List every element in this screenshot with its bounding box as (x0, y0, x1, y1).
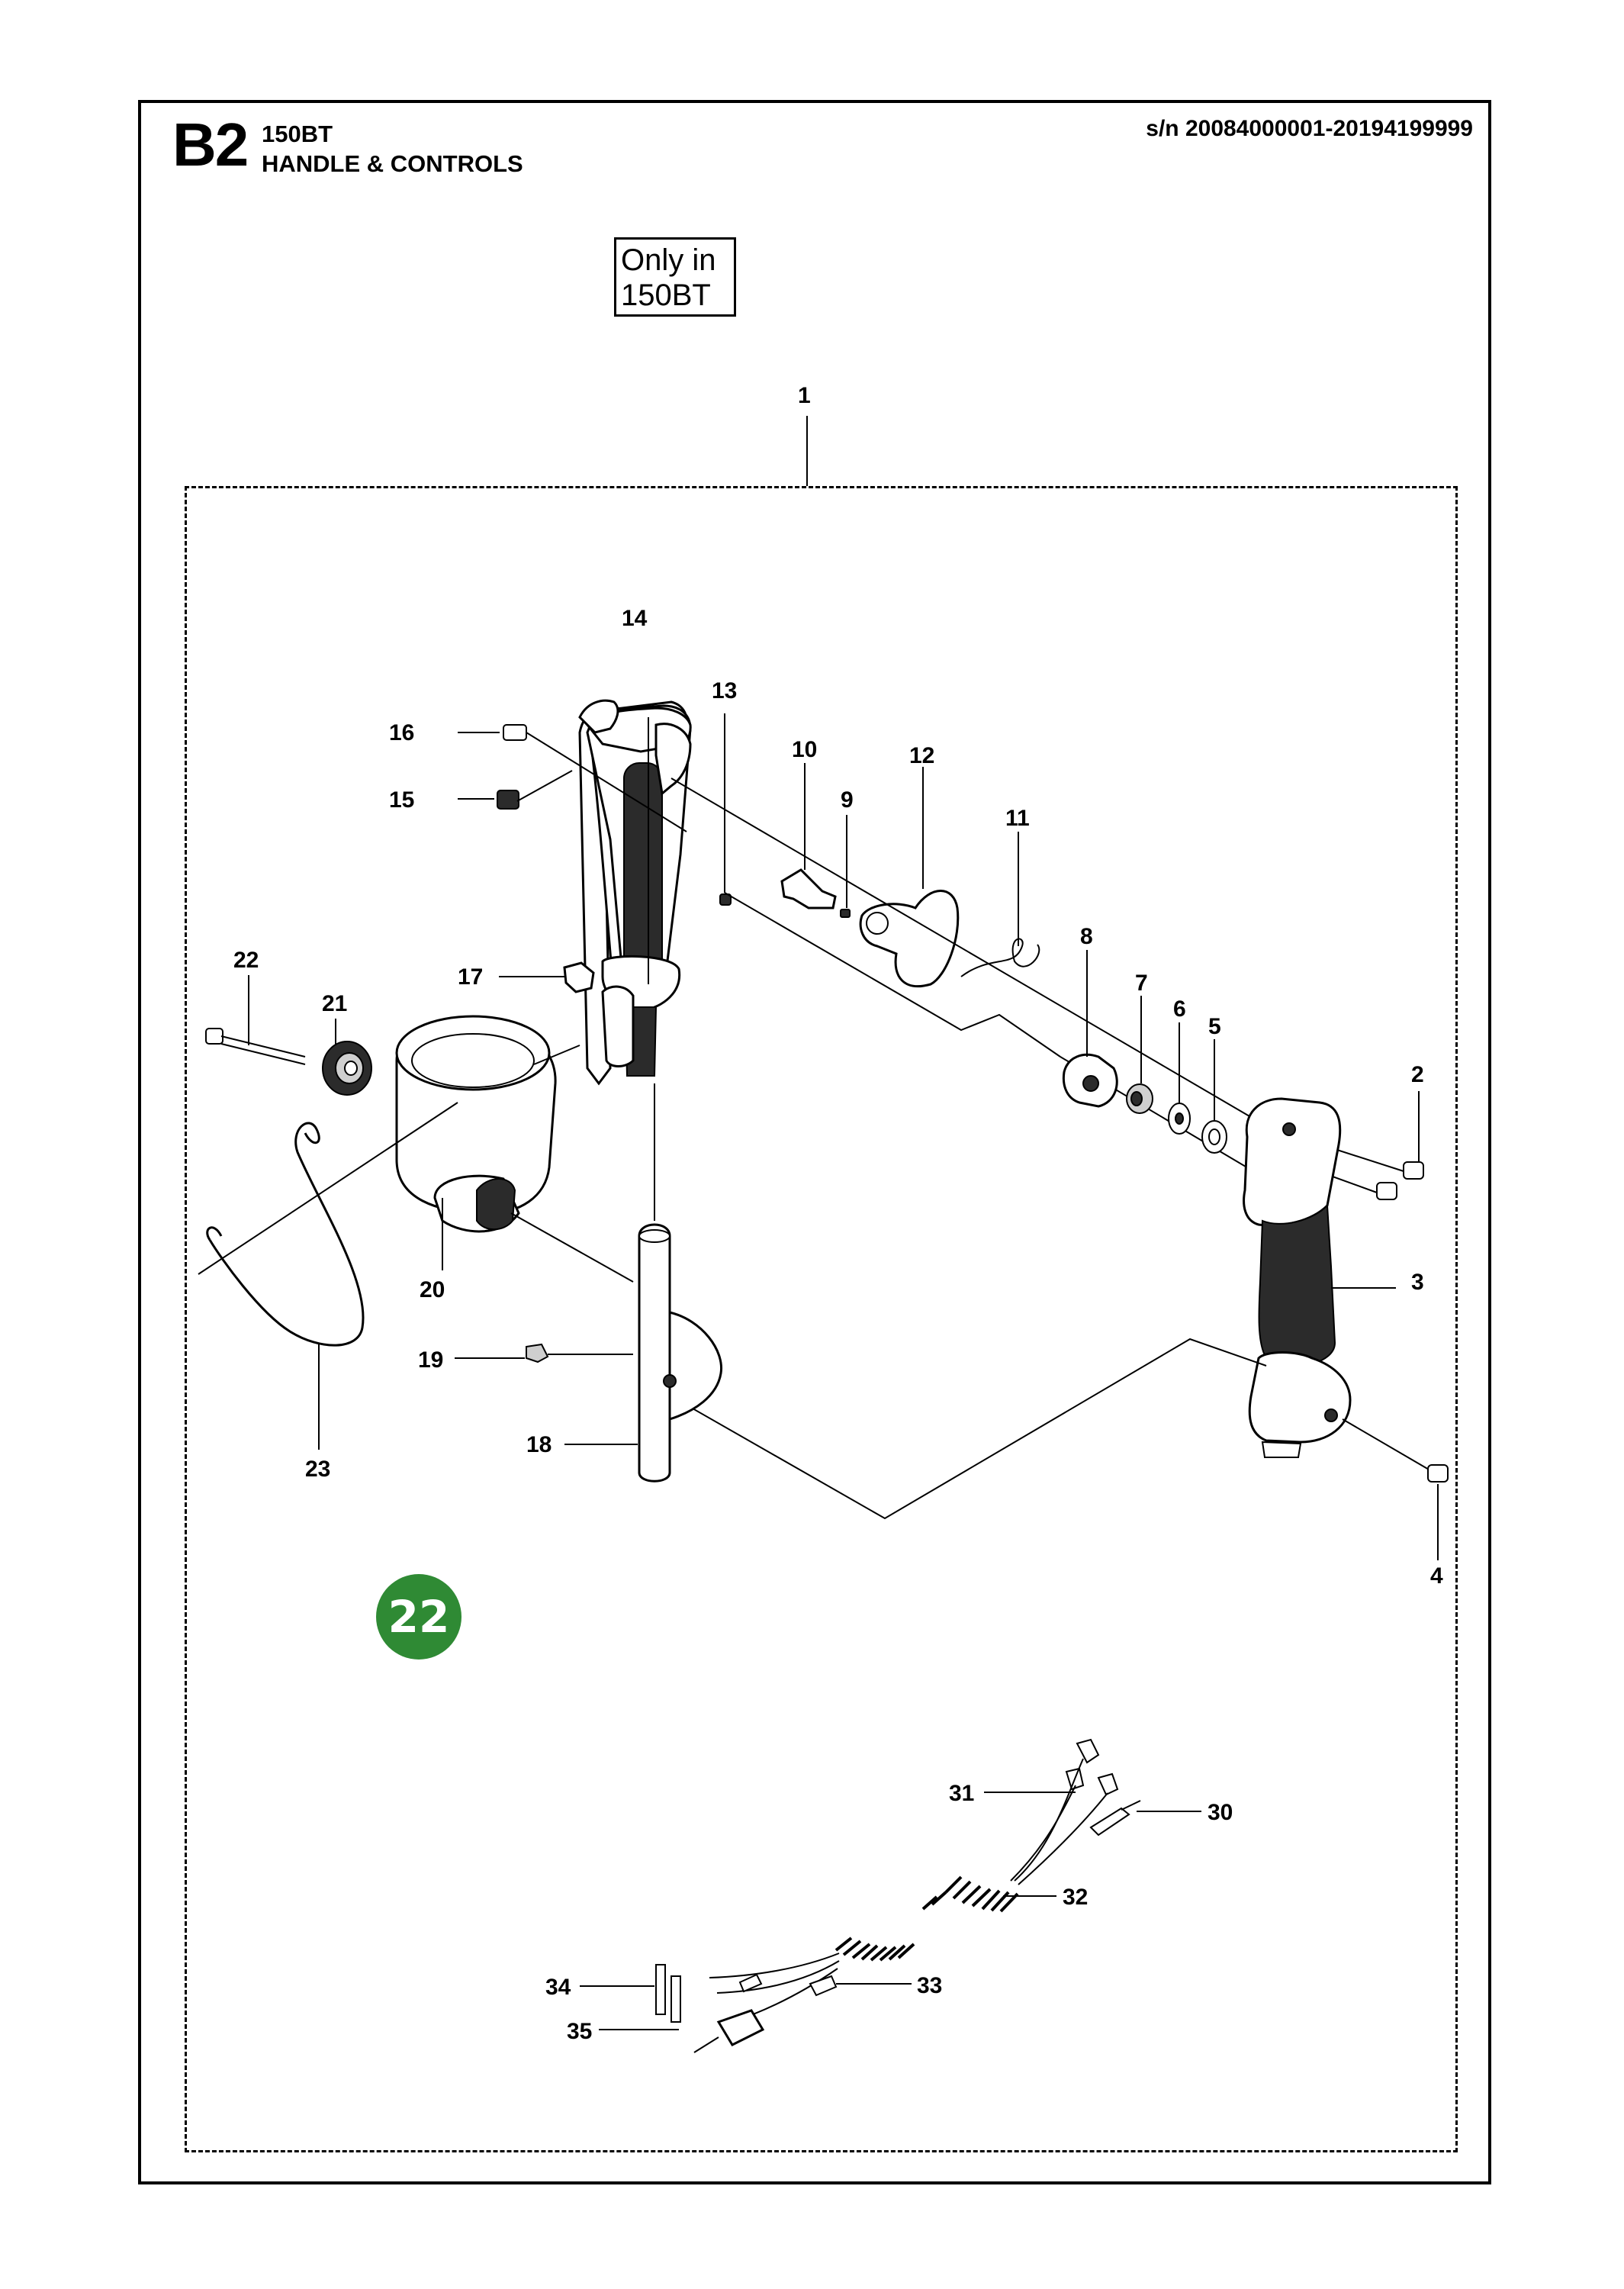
part-nut-15[interactable] (497, 790, 519, 810)
callout-17: 17 (458, 964, 483, 990)
callout-11: 11 (1005, 806, 1030, 831)
section-title: HANDLE & CONTROLS (262, 150, 523, 177)
callout-13: 13 (712, 678, 737, 703)
callout-3: 3 (1411, 1270, 1424, 1295)
model-note-box: Only in 150BT (614, 237, 736, 317)
part-rear-handle-3[interactable] (1243, 1097, 1352, 1458)
callout-18: 18 (526, 1432, 552, 1457)
callout-22: 22 (233, 948, 259, 973)
part-hanger-wire-23[interactable] (206, 1122, 365, 1347)
part-lock-washer-5[interactable] (1201, 1120, 1227, 1154)
callout-10: 10 (792, 737, 817, 762)
callout-4: 4 (1430, 1563, 1443, 1589)
callout-9: 9 (841, 787, 854, 813)
part-long-bolt-22[interactable] (205, 1028, 306, 1065)
part-knob-21[interactable] (322, 1041, 372, 1096)
part-washer-6[interactable] (1168, 1103, 1191, 1135)
axis-upper (671, 777, 1259, 1122)
note-line-1: Only in (621, 243, 716, 277)
callout-23: 23 (305, 1457, 330, 1482)
part-nut-17[interactable] (563, 961, 595, 993)
callout-6: 6 (1173, 996, 1186, 1022)
part-bolt-4[interactable] (1342, 1418, 1449, 1483)
callout-16: 16 (389, 720, 414, 745)
callout-31: 31 (949, 1781, 974, 1806)
callout-2: 2 (1411, 1062, 1424, 1087)
note-line-2: 150BT (621, 278, 711, 312)
callout-21: 21 (322, 991, 347, 1016)
part-wiring-harness[interactable] (655, 1738, 1141, 2053)
callout-20: 20 (420, 1277, 445, 1302)
part-pin-9[interactable] (840, 909, 851, 918)
part-throttle-lever-12[interactable] (859, 890, 960, 988)
model-name: 150BT (262, 121, 333, 147)
callout-35: 35 (567, 2019, 592, 2044)
kit-boundary (185, 486, 1458, 2152)
kit-number-badge: 22 (376, 1574, 461, 1660)
nut15-axis (516, 770, 573, 802)
part-bushing-7[interactable] (1126, 1083, 1153, 1114)
callout-30: 30 (1208, 1800, 1233, 1825)
axis-bottom (671, 1338, 1267, 1520)
callout-34: 34 (545, 1975, 571, 2000)
callout-19: 19 (418, 1347, 443, 1373)
callout-1: 1 (798, 383, 811, 408)
clamp-axis (510, 1212, 634, 1283)
serial-range: s/n 20084000001-20194199999 (1146, 116, 1473, 141)
clamp-ring-axis (198, 1102, 458, 1275)
callout-7: 7 (1135, 971, 1148, 996)
part-clamp-ring-20[interactable] (395, 1015, 557, 1233)
part-bolt-16[interactable] (503, 724, 687, 832)
section-code: B2 (172, 111, 249, 179)
part-clamp-8[interactable] (1062, 1053, 1118, 1108)
part-grip-tube-18[interactable] (638, 1223, 723, 1483)
callout-15: 15 (389, 787, 414, 813)
part-screw-13[interactable] (719, 893, 732, 906)
callout-8: 8 (1080, 924, 1093, 949)
callout-5: 5 (1208, 1014, 1221, 1039)
callout-32: 32 (1063, 1885, 1088, 1910)
part-nut-19[interactable] (526, 1343, 549, 1363)
callout-12: 12 (909, 743, 934, 768)
part-spring-11[interactable] (960, 938, 1040, 977)
clamp-top-line (533, 1045, 580, 1065)
part-trigger-link-10[interactable] (780, 868, 837, 909)
callout-14: 14 (622, 606, 648, 631)
page-frame (138, 100, 1491, 2184)
part-throttle-housing[interactable] (578, 699, 692, 1086)
axis-zigzag (724, 892, 1061, 1058)
callout-33: 33 (917, 1973, 942, 1998)
